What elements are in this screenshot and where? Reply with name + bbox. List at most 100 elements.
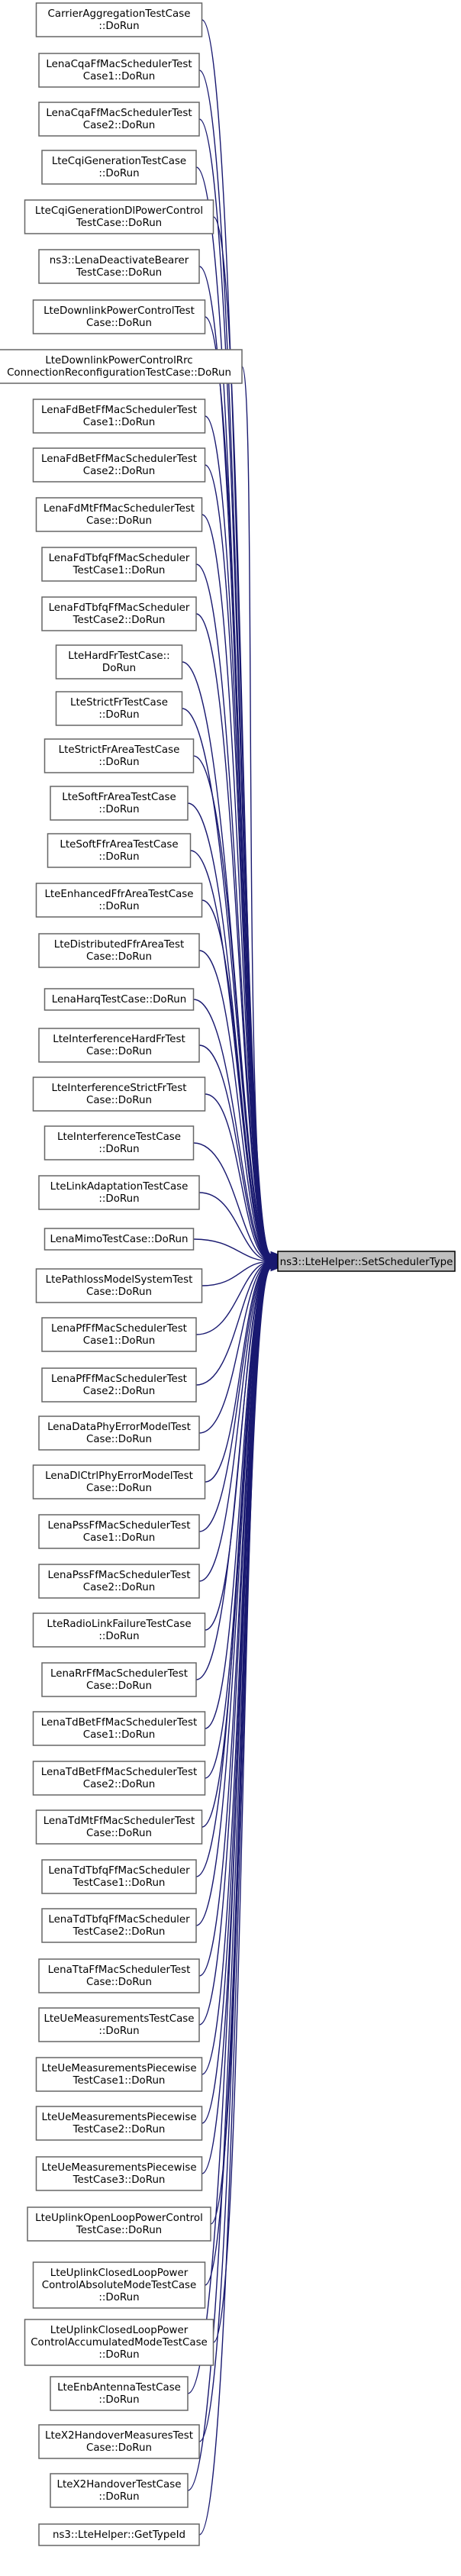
node-ltestrictfrtestcase-dorun[interactable]: LteStrictFrTestCase::DoRun [55, 691, 183, 726]
caller-node-box [38, 2007, 200, 2042]
caller-node-label: LteUplinkClosedLoopPower [50, 2325, 189, 2336]
caller-node-label: TestCase2::DoRun [73, 615, 166, 626]
node-ltelinkadaptationtestcase-dorun[interactable]: LteLinkAdaptationTestCase::DoRun [38, 1175, 200, 1210]
caller-node-label: LenaPfFfMacSchedulerTest [51, 1374, 187, 1385]
node-lteuemeasurementspiecewisetestcase2-dorun[interactable]: LteUeMeasurementsPiecewiseTestCase2::DoR… [35, 2106, 203, 2141]
node-ltesoftfrareatestcase-dorun[interactable]: LteSoftFrAreaTestCase::DoRun [50, 786, 189, 821]
caller-node-label: TestCase1::DoRun [73, 1877, 166, 1889]
node-ltehardfrtestcase-dorun[interactable]: LteHardFrTestCase::DoRun [55, 644, 183, 680]
node-ltestrictfrareatestcase-dorun[interactable]: LteStrictFrAreaTestCase::DoRun [44, 738, 195, 773]
call-edge [187, 1267, 272, 2491]
node-ns3-ltehelper-setschedulertype[interactable]: ns3::LteHelper::SetSchedulerType [277, 1251, 456, 1272]
caller-node-label: ControlAbsoluteModeTestCase [42, 2280, 197, 2291]
caller-node-box [32, 1761, 206, 1796]
caller-node-label: TestCase2::DoRun [73, 1926, 166, 1938]
call-edge [205, 415, 272, 1257]
caller-node-label: ::DoRun [98, 21, 139, 32]
node-lteuemeasurementspiecewisetestcase3-dorun[interactable]: LteUeMeasurementsPiecewiseTestCase3::DoR… [35, 2156, 203, 2191]
caller-node-label: LenaDataPhyErrorModelTest [47, 1422, 191, 1433]
nodes-layer: ns3::LteHelper::SetSchedulerType CarrierA… [0, 2, 456, 2546]
node-lteenbantennatestcase-dorun[interactable]: LteEnbAntennaTestCase::DoRun [50, 2376, 189, 2411]
node-lteuemeasurementspiecewisetestcase1-dorun[interactable]: LteUeMeasurementsPiecewiseTestCase1::DoR… [35, 2057, 203, 2092]
caller-node-label: LteInterferenceStrictFrTest [51, 1083, 186, 1094]
caller-node-box [35, 883, 203, 918]
node-lteuplinkopenlooppowercontroltestcase-dorun[interactable]: LteUplinkOpenLoopPowerControlTestCase::D… [27, 2206, 211, 2242]
call-edge [198, 1044, 272, 1261]
caller-node-label: LteStrictFrAreaTestCase [59, 744, 180, 756]
caller-node-label: LenaFdBetFfMacSchedulerTest [41, 405, 197, 416]
caller-node-box [32, 447, 206, 483]
node-ltex2handovertestcase-dorun[interactable]: LteX2HandoverTestCase::DoRun [50, 2473, 189, 2508]
node-lteinterferencetestcase-dorun[interactable]: LteInterferenceTestCase::DoRun [44, 1125, 195, 1160]
node-ltecqigenerationtestcase-dorun[interactable]: LteCqiGenerationTestCase::DoRun [41, 150, 197, 185]
caller-node-box [38, 102, 200, 137]
caller-node-box [44, 988, 195, 1011]
node-lteuemeasurementstestcase-dorun[interactable]: LteUeMeasurementsTestCase::DoRun [38, 2007, 200, 2042]
caller-node-label: Case::DoRun [86, 1977, 152, 1988]
node-lteenhancedffrareatestcase-dorun[interactable]: LteEnhancedFfrAreaTestCase::DoRun [35, 883, 203, 918]
caller-node-label: LteHardFrTestCase:: [68, 650, 169, 662]
call-edge [201, 1261, 272, 1286]
node-carrieraggregationtestcase-dorun[interactable]: CarrierAggregationTestCase::DoRun [35, 2, 203, 37]
caller-node-label: LenaHarqTestCase::DoRun [52, 994, 187, 1006]
node-lenamimotestcase-dorun[interactable]: LenaMimoTestCase::DoRun [44, 1228, 195, 1251]
call-edge [198, 1262, 272, 1532]
edges-layer [182, 19, 279, 2536]
caller-node-label: LteX2HandoverTestCase [57, 2479, 182, 2490]
caller-node-label: TestCase::DoRun [76, 267, 162, 279]
node-ltesoftffrareatestcase-dorun[interactable]: LteSoftFfrAreaTestCase::DoRun [47, 833, 192, 868]
caller-node-label: Case1::DoRun [83, 1729, 156, 1741]
node-lteuplinkclosedlooppowercontrolabsolutemodetestcase-dorun[interactable]: LteUplinkClosedLoopPowerControlAbsoluteM… [32, 2261, 206, 2309]
call-edge [205, 1263, 272, 1729]
caller-node-label: LteEnhancedFfrAreaTestCase [44, 889, 193, 900]
node-lteuplinkclosedlooppowercontrolaccumulatedmodetestcase-dorun[interactable]: LteUplinkClosedLoopPowerControlAccumulat… [24, 2319, 214, 2366]
caller-node-box [38, 1564, 200, 1599]
caller-node-label: LteCqiGenerationDlPowerControl [35, 205, 203, 217]
caller-node-box [50, 2376, 189, 2411]
caller-node-box [35, 2106, 203, 2141]
node-lteradiolinkfailuretestcase-dorun[interactable]: LteRadioLinkFailureTestCase::DoRun [32, 1612, 206, 1648]
caller-node-label: LteRadioLinkFailureTestCase [47, 1619, 191, 1630]
caller-node-box [44, 738, 195, 773]
node-ltedownlinkpowercontrolrrcconnectionreconfigurationtestcase-dorun[interactable]: LteDownlinkPowerControlRrcConnectionReco… [0, 349, 243, 384]
caller-node-label: ::DoRun [98, 2292, 139, 2303]
caller-node-label: Case2::DoRun [83, 1386, 156, 1397]
caller-node-box [41, 1662, 197, 1697]
caller-node-label: ControlAccumulatedModeTestCase [31, 2337, 208, 2348]
node-ltecqigenerationdlpowercontroltestcase-dorun[interactable]: LteCqiGenerationDlPowerControlTestCase::… [24, 199, 214, 234]
caller-node-box [35, 2, 203, 37]
call-edge [195, 613, 272, 1258]
caller-node-label: ns3::LteHelper::GetTypeId [53, 2529, 185, 2541]
target-node-label: ns3::LteHelper::SetSchedulerType [280, 1257, 453, 1268]
node-ns3-ltehelper-gettypeid[interactable]: ns3::LteHelper::GetTypeId [38, 2523, 200, 2546]
node-lenaharqtestcase-dorun[interactable]: LenaHarqTestCase::DoRun [44, 988, 195, 1011]
call-edge [195, 1264, 272, 1926]
